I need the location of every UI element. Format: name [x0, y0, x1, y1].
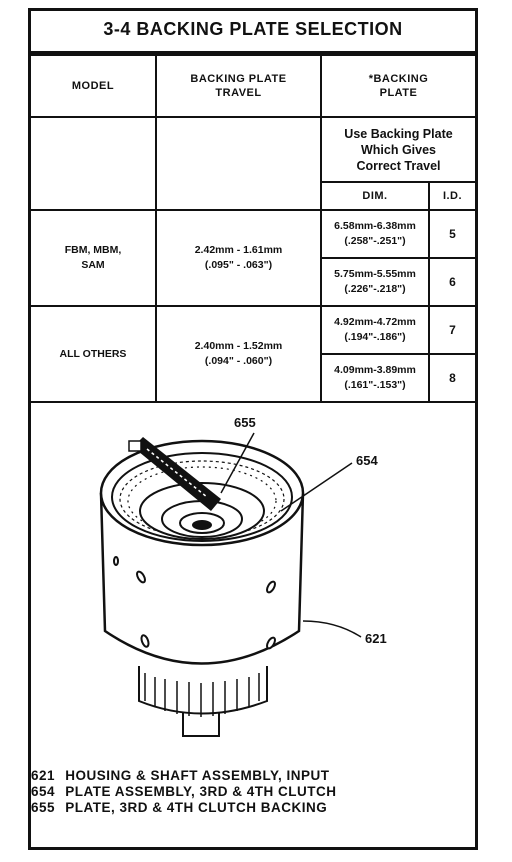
subheader-line2: Which Gives: [360, 142, 437, 157]
subheader-line3: Correct Travel: [356, 158, 441, 173]
splined-drum: [138, 666, 268, 715]
dim-cell: 4.92mm-4.72mm (.194"-.186"): [320, 305, 430, 355]
legend-item: 654 PLATE ASSEMBLY, 3RD & 4TH CLUTCH: [31, 784, 475, 800]
model-cell: FBM, MBM, SAM: [31, 209, 157, 307]
table-row: 5.75mm-5.55mm (.226"-.218") 6: [31, 257, 475, 307]
header-model: MODEL: [31, 54, 157, 118]
leader-654: [280, 462, 353, 512]
subheader-line1: Use Backing Plate: [344, 126, 453, 141]
legend-number: 655: [31, 800, 56, 815]
id-cell: 7: [428, 305, 475, 355]
model-blank-cell: [31, 116, 157, 211]
dim-line1: 6.58mm-6.38mm: [334, 220, 416, 232]
title-divider: [31, 51, 475, 54]
column-dim: DIM.: [321, 181, 430, 211]
header-model-text: MODEL: [71, 80, 115, 92]
clutch-housing-figure: 655 654 621: [31, 411, 475, 751]
table-header-row: MODEL BACKING PLATE TRAVEL *BACKING PLAT…: [31, 54, 475, 118]
travel-cell: 2.42mm - 1.61mm (.095" - .063"): [155, 209, 322, 307]
backing-plate-table: MODEL BACKING PLATE TRAVEL *BACKING PLAT…: [31, 54, 475, 403]
legend-text: PLATE ASSEMBLY, 3RD & 4TH CLUTCH: [65, 784, 337, 799]
callout-654: 654: [356, 453, 378, 468]
dim-cell: 6.58mm-6.38mm (.258"-.251"): [320, 209, 430, 259]
legend-item: 621 HOUSING & SHAFT ASSEMBLY, INPUT: [31, 768, 475, 784]
dim-line2: (.226"-.218"): [344, 283, 406, 295]
table-row: ALL OTHERS 2.40mm - 1.52mm (.094" - .060…: [31, 305, 475, 403]
document-frame: 3-4 BACKING PLATE SELECTION MODEL BACKIN…: [28, 8, 478, 850]
dim-line1: 4.09mm-3.89mm: [334, 364, 416, 376]
shaft-center: [192, 520, 212, 530]
model-cell: ALL OTHERS: [31, 305, 157, 403]
travel-line2: (.095" - .063"): [204, 259, 273, 271]
header-plate: *BACKING PLATE: [320, 54, 475, 118]
housing-slots: [113, 556, 276, 650]
travel-blank-cell: [155, 116, 322, 211]
table-row: 4.09mm-3.89mm (.161"-.153") 8: [31, 353, 475, 403]
callout-621: 621: [365, 631, 387, 646]
header-plate-line1: *BACKING: [368, 73, 429, 85]
dim-line2: (.161"-.153"): [344, 379, 406, 391]
dim-line2: (.258"-.251"): [344, 235, 406, 247]
legend-number: 654: [31, 784, 56, 799]
table-row: FBM, MBM, SAM 2.42mm - 1.61mm (.095" - .…: [31, 209, 475, 307]
travel-line1: 2.42mm - 1.61mm: [194, 244, 283, 256]
model-line2: SAM: [81, 259, 105, 271]
clutch-housing-illustration: [99, 432, 362, 737]
parts-legend: 621 HOUSING & SHAFT ASSEMBLY, INPUT 654 …: [31, 768, 475, 816]
callout-655: 655: [234, 415, 256, 430]
travel-line2: (.094" - .060"): [204, 355, 273, 367]
dim-cell: 4.09mm-3.89mm (.161"-.153"): [321, 353, 430, 403]
page-title: 3-4 BACKING PLATE SELECTION: [103, 19, 403, 39]
id-cell: 5: [428, 209, 475, 259]
header-plate-line2: PLATE: [379, 87, 418, 99]
dim-cell: 5.75mm-5.55mm (.226"-.218"): [321, 257, 430, 307]
model-line1: ALL OTHERS: [59, 347, 127, 360]
legend-number: 621: [31, 768, 56, 783]
id-cell: 6: [428, 257, 475, 307]
subheader-instruction: Use Backing Plate Which Gives Correct Tr…: [320, 116, 475, 183]
header-travel: BACKING PLATE TRAVEL: [155, 54, 322, 118]
leader-621: [302, 620, 362, 638]
dim-line2: (.194"-.186"): [344, 331, 406, 343]
backing-plate-bar: [128, 437, 221, 511]
dim-line1: 4.92mm-4.72mm: [334, 316, 416, 328]
table-subheader-row: Use Backing Plate Which Gives Correct Tr…: [31, 116, 475, 211]
id-cell: 8: [428, 353, 475, 403]
travel-cell: 2.40mm - 1.52mm (.094" - .060"): [155, 305, 322, 403]
travel-line1: 2.40mm - 1.52mm: [194, 340, 283, 352]
legend-text: HOUSING & SHAFT ASSEMBLY, INPUT: [65, 768, 330, 783]
header-travel-line2: TRAVEL: [215, 87, 262, 99]
legend-text: PLATE, 3RD & 4TH CLUTCH BACKING: [65, 800, 328, 815]
table-column-row: DIM. I.D.: [31, 181, 475, 211]
column-id: I.D.: [428, 181, 475, 211]
header-travel-line1: BACKING PLATE: [190, 73, 287, 85]
dim-line1: 5.75mm-5.55mm: [334, 268, 416, 280]
legend-item: 655 PLATE, 3RD & 4TH CLUTCH BACKING: [31, 800, 475, 816]
model-line1: FBM, MBM,: [64, 244, 122, 256]
leader-655: [220, 432, 255, 494]
